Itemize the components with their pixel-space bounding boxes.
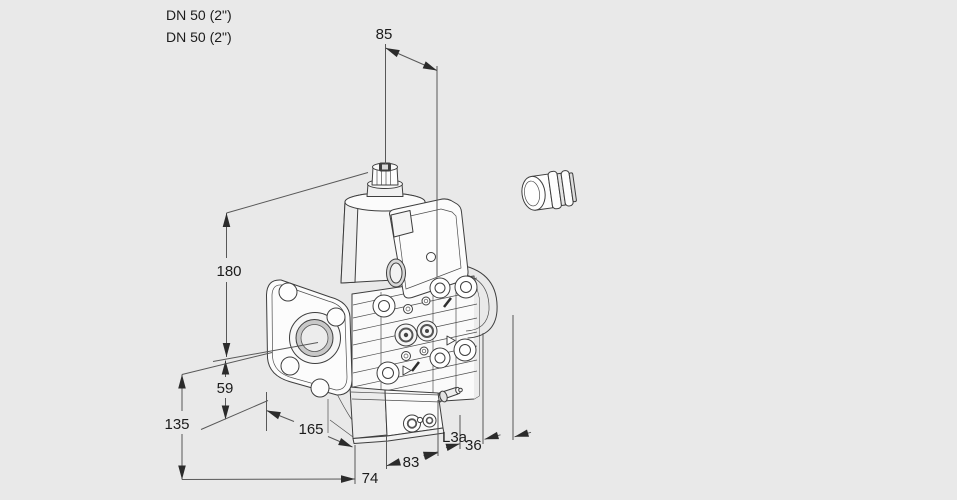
flange-bore	[300, 324, 329, 352]
dim-165-label: 165	[298, 421, 323, 438]
test-nipple	[438, 386, 463, 403]
flange-bolt-hole	[310, 378, 330, 398]
dimension-lines	[178, 44, 532, 484]
adjustment-knob	[366, 162, 404, 197]
dimension-l3a-36	[423, 315, 532, 461]
small-screws	[401, 296, 431, 361]
pressure-adjusters	[394, 320, 438, 347]
panel-hinge	[390, 210, 414, 238]
dn-label-1: DN 50 (2")	[166, 7, 232, 23]
dimension-180	[212, 172, 369, 362]
dim-83-label: 83	[403, 454, 420, 471]
pipe-flange	[266, 279, 353, 433]
bottom-housing	[329, 386, 445, 444]
dim-59-label: 59	[217, 380, 234, 397]
dim-135-label: 135	[164, 416, 189, 433]
oval-port	[386, 258, 406, 288]
dimension-165	[266, 392, 356, 484]
dim-180-label: 180	[216, 263, 241, 280]
flow-direction-marks	[402, 297, 456, 376]
coupling-part	[521, 170, 577, 211]
dim-l3a-label: L3a	[442, 429, 468, 446]
dimension-59	[200, 360, 269, 430]
dim-74-label: 74	[362, 470, 379, 487]
valve-assembly	[266, 162, 498, 444]
dimension-85	[385, 44, 438, 277]
body-bolts	[372, 275, 478, 385]
text-labels: DN 50 (2") DN 50 (2") 85 180 59 135 165 …	[164, 7, 481, 487]
flange-bolt-hole	[326, 307, 346, 327]
regulator-panel	[389, 198, 469, 299]
flange-bolt-hole	[280, 356, 300, 376]
dim-85-label: 85	[376, 26, 393, 43]
side-flange-arc	[460, 264, 498, 339]
dim-36-label: 36	[465, 437, 482, 454]
dimension-135	[178, 352, 273, 480]
dimension-74	[181, 475, 356, 483]
dn-label-2: DN 50 (2")	[166, 29, 232, 45]
panel-vent-hole	[426, 252, 436, 262]
flange-bolt-hole	[278, 282, 298, 302]
